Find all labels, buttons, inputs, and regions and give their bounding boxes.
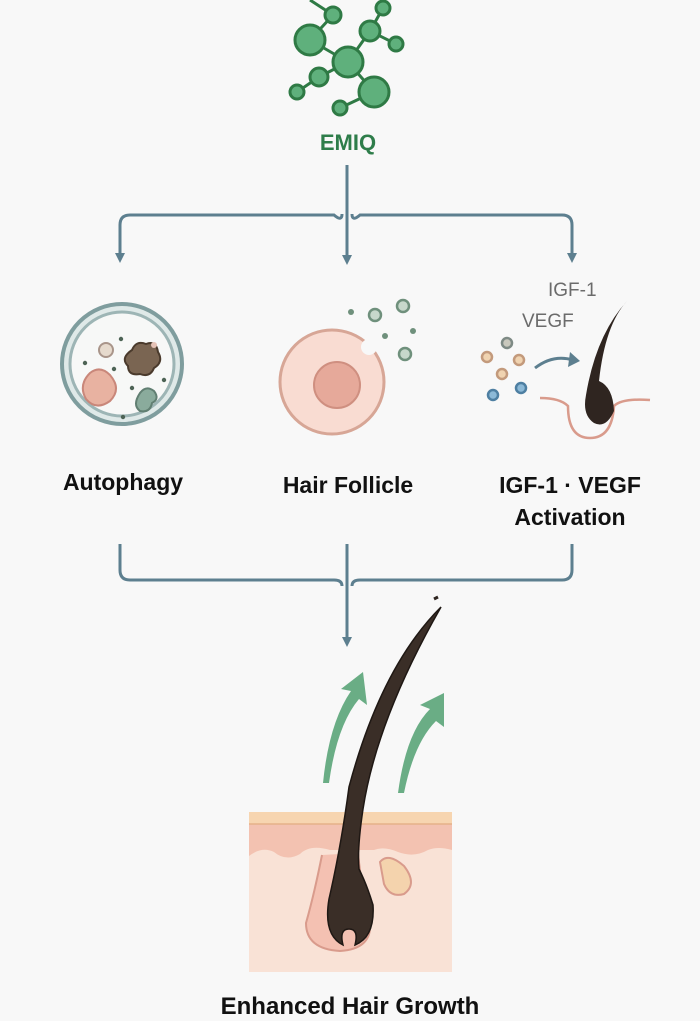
igf-1-tag: IGF-1	[548, 280, 597, 301]
step-label-autophagy: Autophagy	[62, 469, 184, 495]
growth-arrows-icon	[323, 672, 444, 793]
step-label-hair-follicle: Hair Follicle	[282, 472, 414, 498]
merge-connector-bottom	[118, 544, 574, 647]
step-label-igf-vegf-line1: IGF-1 · VEGF	[499, 472, 641, 498]
branch-connector-top	[115, 165, 577, 265]
growth-factor-hair-icon	[480, 301, 651, 440]
step-label-igf-vegf-line2: Activation	[514, 504, 626, 530]
cell-autophagy-icon	[60, 302, 184, 426]
result-label: Enhanced Hair Growth	[220, 993, 480, 1020]
vegf-tag: VEGF	[522, 311, 574, 332]
hair-follicle-cell-icon	[278, 298, 416, 436]
compound-title: EMIQ	[319, 130, 377, 155]
hair-growth-skin-icon	[249, 595, 452, 972]
molecule-icon	[288, 0, 405, 117]
